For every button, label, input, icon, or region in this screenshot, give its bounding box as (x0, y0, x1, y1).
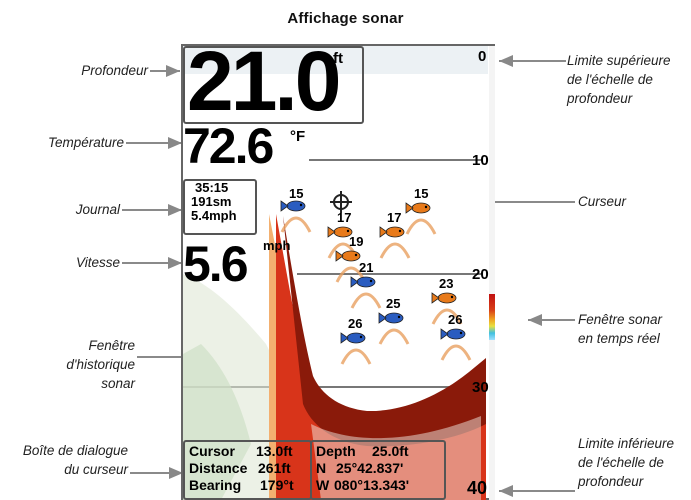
callout-realtime-line1: Fenêtre sonar (578, 312, 663, 327)
fish-depth-label: 19 (349, 234, 364, 249)
sonar-bottom-under (183, 344, 251, 500)
fish-depth-label: 15 (289, 186, 304, 201)
callout-history-line2: d'historique (66, 357, 135, 372)
page-title: Affichage sonar (287, 10, 404, 27)
dialog-cursor-value: 13.0ft (256, 443, 293, 459)
callout-dialog-line1: Boîte de dialogue (22, 443, 128, 458)
dialog-bearing-label: Bearing (189, 477, 242, 493)
callout-upper-line2: de l'échelle de (567, 72, 653, 87)
log-avg-speed: 5.4mph (191, 208, 237, 223)
callout-lower-line2: de l'échelle de (578, 455, 664, 470)
scale-20: 20 (472, 266, 489, 283)
callout-history-window: Fenêtre d'historique sonar (66, 336, 135, 393)
callout-log: Journal (75, 202, 120, 217)
cursor-dialog-right: Depth 25.0ft N 25°42.837' W 080°13.343' (310, 440, 446, 500)
fish-layer (280, 200, 472, 365)
depth-unit: ft (333, 50, 343, 67)
fish-icon (379, 226, 411, 259)
fish-icon (431, 292, 463, 325)
fish-depth-label: 23 (439, 276, 454, 291)
dialog-distance-value: 261ft (258, 460, 291, 476)
fish-icon (280, 200, 312, 233)
callout-depth: Profondeur (81, 63, 148, 78)
temperature-unit: °F (290, 128, 306, 145)
cursor-dialog: Cursor 13.0ft Distance 261ft Bearing 179… (183, 440, 446, 500)
temperature-value: 72.6 (183, 118, 274, 174)
realtime-column (489, 46, 495, 500)
sonar-bottom-return (311, 416, 481, 500)
scale-10: 10 (472, 152, 489, 169)
fish-depth-label: 26 (448, 312, 463, 327)
depth-value: 21.0 (187, 44, 341, 128)
dialog-lon-label: W (316, 477, 330, 493)
callout-speed: Vitesse (75, 255, 120, 270)
fish-depth-label: 26 (348, 316, 363, 331)
fish-depth-label: 15 (414, 186, 429, 201)
realtime-bottom-return (489, 294, 495, 340)
fish-depth-label: 25 (386, 296, 401, 311)
scale-30: 30 (472, 379, 489, 396)
callout-upper-limit: Limite supérieure de l'échelle de profon… (567, 51, 671, 108)
dialog-lon-value: 080°13.343' (334, 477, 410, 493)
dialog-lat-value: 25°42.837' (336, 460, 404, 476)
callout-history-line1: Fenêtre (88, 338, 135, 353)
callout-dialog-line2: du curseur (64, 462, 128, 477)
callout-realtime-window: Fenêtre sonar en temps réel (578, 310, 662, 348)
callout-upper-line1: Limite supérieure (567, 53, 671, 68)
fish-icon (378, 312, 410, 345)
callout-lower-limit: Limite inférieure de l'échelle de profon… (578, 434, 674, 491)
dialog-depth-label: Depth (316, 443, 356, 459)
sonar-screen: 21.0 ft 72.6 °F 35:15 191sm 5.4mph 5.6 m… (181, 44, 495, 500)
fish-depth-label: 21 (359, 260, 374, 275)
callout-history-line3: sonar (101, 376, 135, 391)
cursor-dialog-left: Cursor 13.0ft Distance 261ft Bearing 179… (183, 440, 312, 500)
fish-icon (440, 328, 472, 361)
cursor-icon[interactable] (330, 191, 352, 213)
callout-realtime-line2: en temps réel (578, 331, 660, 346)
speed-value: 5.6 (183, 236, 249, 292)
fish-depth-label: 17 (387, 210, 402, 225)
dialog-lat-label: N (316, 460, 327, 476)
callout-cursor-dialog: Boîte de dialogue du curseur (23, 441, 128, 479)
dialog-bearing-value: 179°t (260, 477, 294, 493)
log-distance: 191sm (191, 194, 232, 209)
fish-icon (340, 332, 372, 365)
log-box (183, 179, 257, 235)
callout-lower-line1: Limite inférieure (578, 436, 675, 451)
fish-icon (405, 202, 437, 235)
callout-temperature: Température (47, 135, 124, 150)
log-time: 35:15 (195, 180, 229, 195)
scale-top: 0 (478, 48, 487, 65)
fish-icon (350, 276, 382, 309)
dialog-distance-label: Distance (189, 460, 248, 476)
scale-bottom: 40 (467, 478, 488, 498)
fish-depth-label: 17 (337, 210, 352, 225)
speed-unit: mph (263, 238, 291, 253)
dialog-cursor-label: Cursor (189, 443, 235, 459)
callout-upper-line3: profondeur (567, 91, 633, 106)
depth-box (183, 46, 364, 124)
dialog-depth-value: 25.0ft (372, 443, 409, 459)
callout-lower-line3: profondeur (578, 474, 644, 489)
callout-cursor: Curseur (578, 194, 627, 209)
surface-clutter (183, 46, 488, 74)
